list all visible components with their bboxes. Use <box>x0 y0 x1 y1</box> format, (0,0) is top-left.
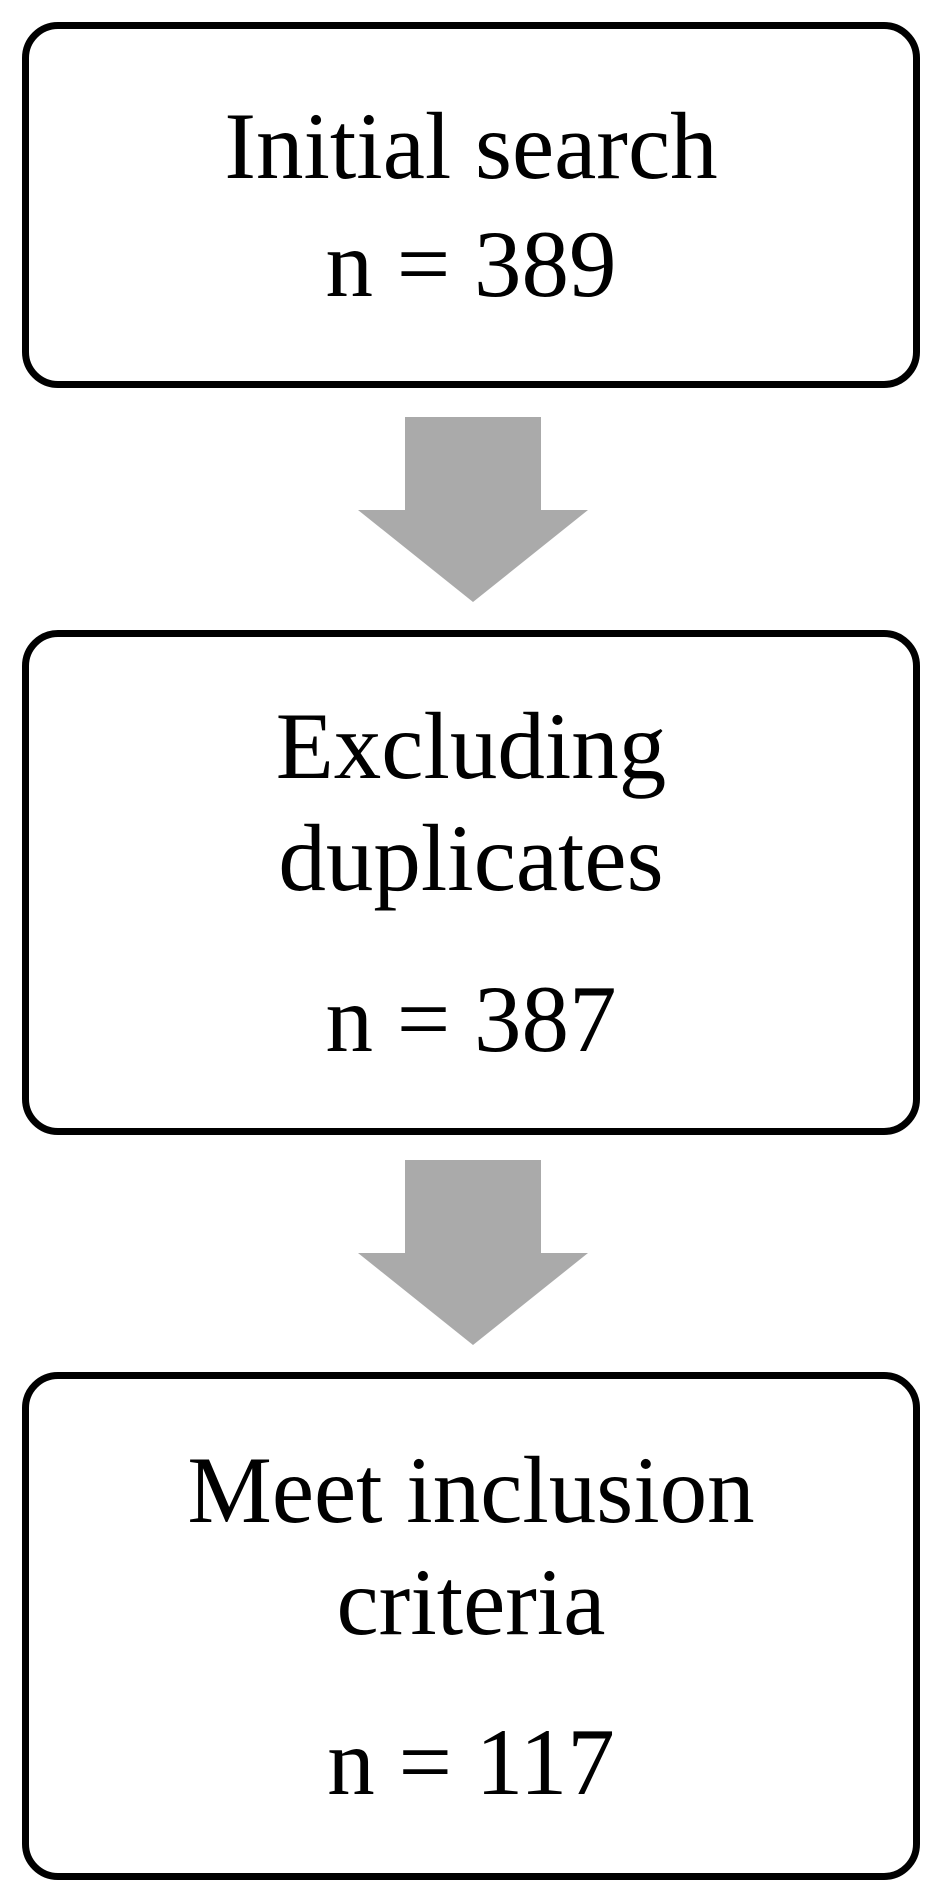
down-arrow-polygon <box>358 417 588 602</box>
node-label-initial-search: Initial search <box>224 92 718 199</box>
node-count-meet-inclusion-criteria: n = 117 <box>327 1709 615 1816</box>
node-count-initial-search: n = 389 <box>325 211 617 317</box>
down-arrow-icon <box>355 1160 591 1346</box>
node-label-excluding-duplicates: Excluding duplicates <box>275 693 667 912</box>
flowchart-node-initial-search: Initial search n = 389 <box>22 22 920 388</box>
flowchart-node-meet-inclusion-criteria: Meet inclusion criteria n = 117 <box>22 1372 920 1880</box>
down-arrow-polygon <box>358 1160 588 1345</box>
down-arrow-shape <box>358 417 588 602</box>
down-arrow-icon <box>355 417 591 603</box>
flowchart-node-excluding-duplicates: Excluding duplicates n = 387 <box>22 630 920 1135</box>
node-label-meet-inclusion-criteria: Meet inclusion criteria <box>187 1436 755 1655</box>
down-arrow-shape <box>358 1160 588 1345</box>
node-count-excluding-duplicates: n = 387 <box>325 965 617 1072</box>
